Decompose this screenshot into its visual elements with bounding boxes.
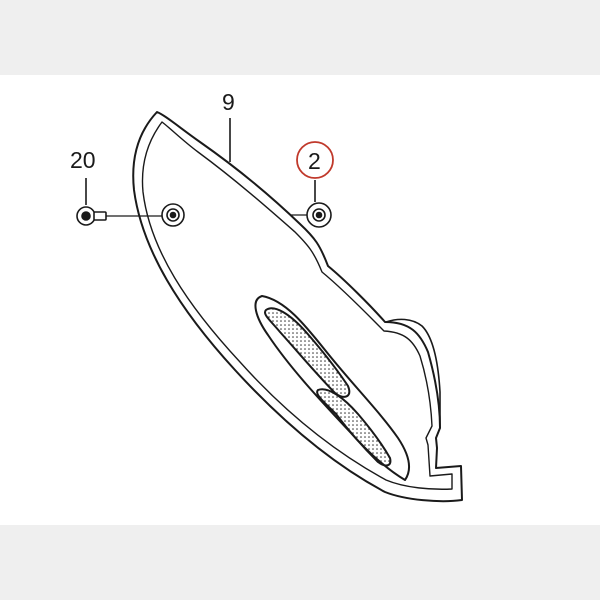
cover-louver-lower bbox=[316, 388, 392, 467]
cover-inner-outline bbox=[141, 121, 453, 490]
cover-outer-outline bbox=[132, 111, 463, 503]
cover-cutout-outer bbox=[254, 295, 411, 481]
callout-label-9: 9 bbox=[222, 89, 235, 115]
cover-louver-upper bbox=[264, 307, 351, 398]
callout-label-2: 2 bbox=[308, 148, 321, 174]
callout-highlight-circle-2 bbox=[296, 141, 334, 179]
cover-bracket-edge bbox=[385, 318, 441, 429]
cover-mount-grommet bbox=[161, 203, 185, 227]
bolt-shank bbox=[93, 211, 107, 221]
callout-label-20: 20 bbox=[70, 147, 96, 173]
collar-hole bbox=[315, 211, 323, 219]
cover-panel bbox=[132, 111, 463, 503]
bolt-part-20 bbox=[76, 206, 107, 226]
collar-part-2 bbox=[306, 202, 332, 228]
bolt-head-recess bbox=[81, 211, 91, 221]
